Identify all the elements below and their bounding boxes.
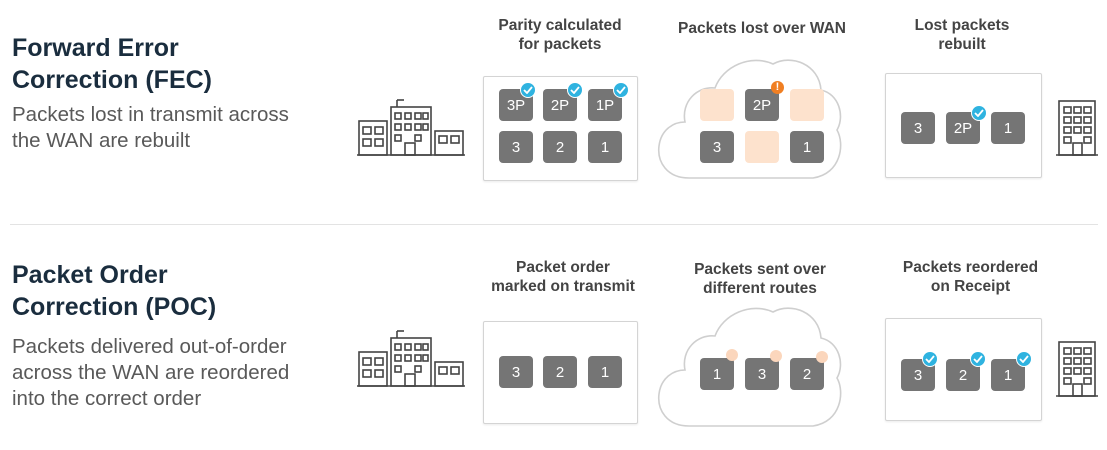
data-packet: 1 (700, 358, 734, 390)
check-badge-icon (1016, 351, 1032, 367)
check-badge-icon (613, 82, 629, 98)
poc-title: Packet Order Correction (POC) (12, 261, 217, 321)
poc-description: Packets delivered out-of-order across th… (12, 335, 290, 410)
data-packet: 2 (543, 356, 577, 388)
poc-stage1-caption: Packet order marked on transmit (491, 259, 635, 295)
fec-title: Forward Error Correction (FEC) (12, 34, 212, 94)
data-packet: 2 (790, 358, 824, 390)
section-divider (10, 224, 1098, 225)
office-tower-icon (1056, 340, 1098, 398)
poc-stage3-box: 3 2 1 (885, 318, 1042, 421)
fec-stage1-caption: Parity calculated for packets (498, 17, 622, 53)
route-marker (726, 349, 738, 361)
route-marker (816, 351, 828, 363)
route-marker (770, 350, 782, 362)
office-tower-icon (1056, 99, 1098, 157)
parity-packet: 2P (745, 89, 779, 121)
data-packet: 2 (946, 359, 980, 391)
fec-stage3-box: 3 2P 1 (885, 73, 1042, 178)
fec-stage2-caption: Packets lost over WAN (678, 20, 846, 37)
data-packet: 3 (901, 112, 935, 144)
data-packet: 3 (745, 358, 779, 390)
fec-stage3-caption: Lost packets rebuilt (914, 17, 1010, 53)
data-packet: 1 (991, 112, 1025, 144)
office-buildings-icon (357, 97, 467, 157)
poc-stage1-box: 3 2 1 (483, 321, 638, 424)
lost-packet (745, 131, 779, 163)
data-packet: 3 (700, 131, 734, 163)
data-packet: 1 (588, 356, 622, 388)
lost-packet (700, 89, 734, 121)
check-badge-icon (970, 351, 986, 367)
data-packet: 2 (543, 131, 577, 163)
data-packet: 3 (499, 131, 533, 163)
check-badge-icon (520, 82, 536, 98)
poc-stage2-caption: Packets sent over different routes (694, 261, 826, 297)
check-badge-icon (567, 82, 583, 98)
fec-stage1-box: 3P 2P 1P 3 2 1 (483, 76, 638, 181)
poc-stage3-caption: Packets reordered on Receipt (902, 259, 1039, 295)
data-packet: 1 (588, 131, 622, 163)
data-packet: 1 (790, 131, 824, 163)
data-packet: 3 (499, 356, 533, 388)
office-buildings-icon (357, 328, 467, 388)
check-badge-icon (971, 105, 987, 121)
fec-description: Packets lost in transmit across the WAN … (12, 103, 289, 152)
rebuilt-packet: 2P (946, 112, 980, 144)
check-badge-icon (922, 351, 938, 367)
lost-packet (790, 89, 824, 121)
alert-badge-icon: ! (771, 81, 784, 94)
